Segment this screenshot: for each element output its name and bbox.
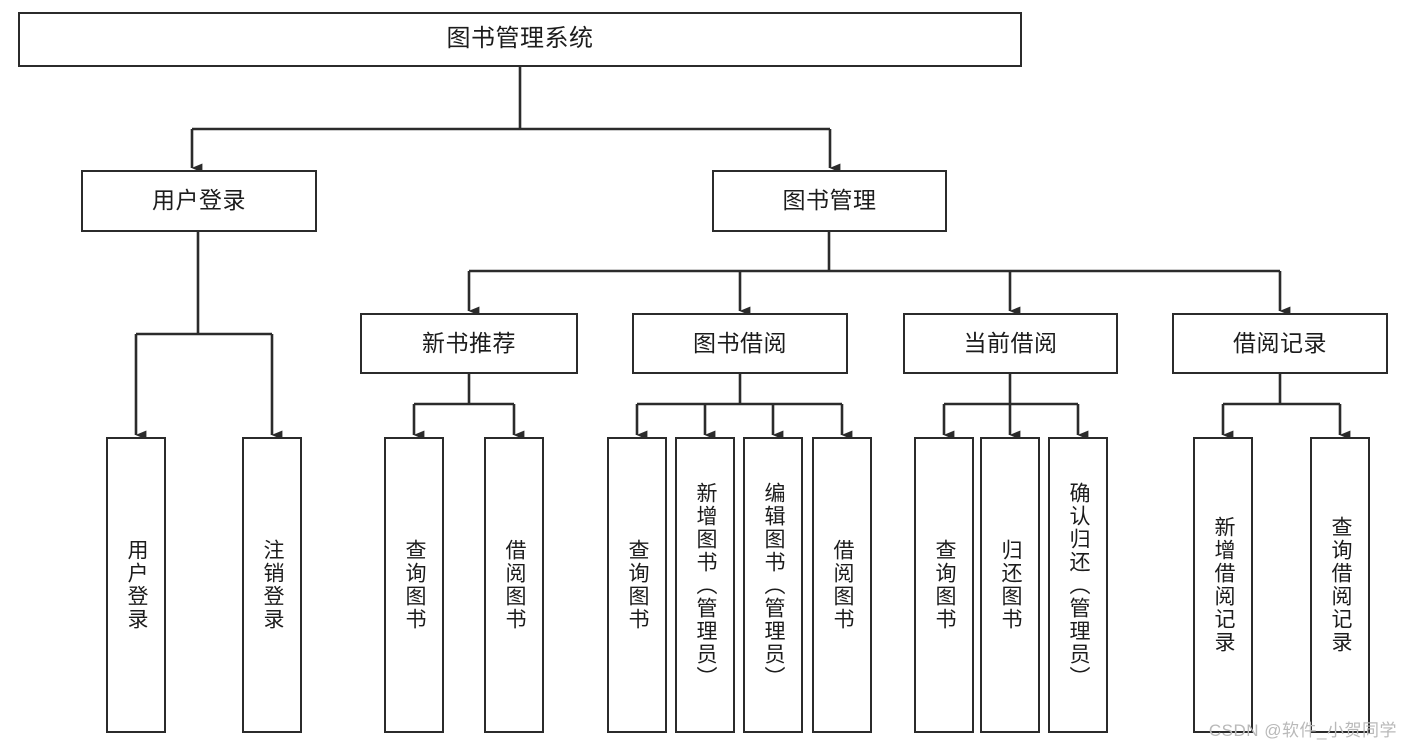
node-root-book-management-system[interactable]: 图书管理系统: [18, 12, 1022, 67]
node-label: 借阅记录: [1233, 329, 1327, 356]
node-book-management[interactable]: 图书管理: [712, 170, 947, 232]
leaf-label: 借阅图书: [503, 539, 527, 631]
csdn-watermark: CSDN @软件_小贺同学: [1208, 721, 1397, 740]
leaf-current-borrow-query-book[interactable]: 查询图书: [914, 437, 974, 733]
leaf-user-login-logout[interactable]: 注销登录: [242, 437, 302, 733]
node-label: 用户登录: [152, 187, 246, 214]
leaf-label: 查询图书: [626, 539, 650, 631]
node-borrow-record[interactable]: 借阅记录: [1172, 313, 1388, 374]
leaf-book-borrow-borrow-book[interactable]: 借阅图书: [812, 437, 872, 733]
node-new-book-recommendation[interactable]: 新书推荐: [360, 313, 578, 374]
leaf-book-borrow-add-book-admin[interactable]: 新增图书（管理员）: [675, 437, 735, 733]
node-user-login[interactable]: 用户登录: [81, 170, 317, 232]
leaf-label: 编辑图书（管理员）: [762, 481, 786, 689]
node-label: 新书推荐: [422, 329, 516, 356]
leaf-label: 归还图书: [999, 539, 1023, 631]
node-label: 图书借阅: [693, 329, 787, 356]
leaf-label: 确认归还（管理员）: [1067, 481, 1091, 689]
leaf-current-borrow-confirm-return-admin[interactable]: 确认归还（管理员）: [1048, 437, 1108, 733]
leaf-label: 新增图书（管理员）: [694, 481, 718, 689]
leaf-label: 用户登录: [125, 539, 149, 631]
leaf-current-borrow-return-book[interactable]: 归还图书: [980, 437, 1040, 733]
leaf-book-borrow-edit-book-admin[interactable]: 编辑图书（管理员）: [743, 437, 803, 733]
node-book-borrow[interactable]: 图书借阅: [632, 313, 848, 374]
leaf-label: 借阅图书: [831, 539, 855, 631]
node-current-borrow[interactable]: 当前借阅: [903, 313, 1118, 374]
leaf-label: 查询图书: [933, 539, 957, 631]
leaf-label: 查询借阅记录: [1329, 516, 1353, 654]
leaf-borrow-record-query-record[interactable]: 查询借阅记录: [1310, 437, 1370, 733]
leaf-book-borrow-query-book[interactable]: 查询图书: [607, 437, 667, 733]
node-label: 图书管理系统: [446, 25, 594, 53]
leaf-new-book-borrow-book[interactable]: 借阅图书: [484, 437, 544, 733]
leaf-label: 新增借阅记录: [1212, 516, 1236, 654]
node-label: 图书管理: [782, 187, 877, 214]
leaf-label: 查询图书: [403, 539, 427, 631]
leaf-new-book-query-book[interactable]: 查询图书: [384, 437, 444, 733]
leaf-label: 注销登录: [261, 539, 285, 631]
node-label: 当前借阅: [963, 329, 1058, 356]
leaf-user-login-login[interactable]: 用户登录: [106, 437, 166, 733]
leaf-borrow-record-add-record[interactable]: 新增借阅记录: [1193, 437, 1253, 733]
